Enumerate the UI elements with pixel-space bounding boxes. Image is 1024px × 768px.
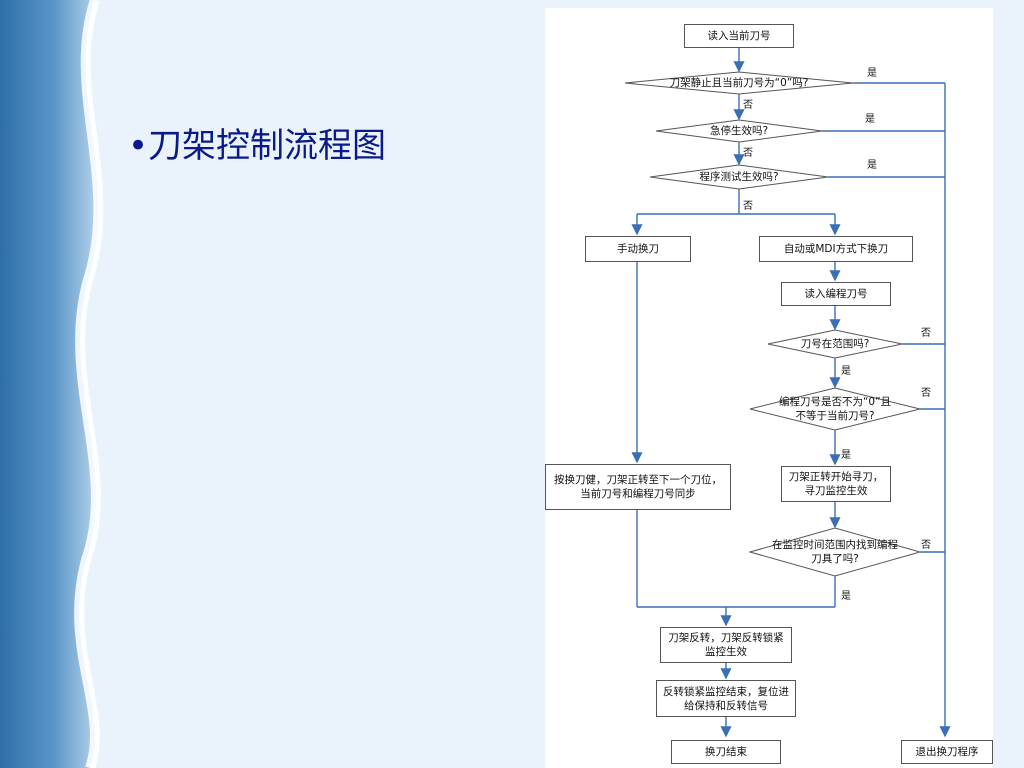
slide-title: •刀架控制流程图 bbox=[128, 126, 387, 166]
reverse-lock-box: 刀架反转，刀架反转锁紧监控生效 bbox=[660, 627, 792, 663]
read-current-tool-box: 读入当前刀号 bbox=[684, 24, 794, 48]
decision-static-zero: 刀架静止且当前刀号为“0”吗? bbox=[669, 77, 809, 89]
decision-emergency-stop: 急停生效吗? bbox=[709, 125, 769, 137]
exit-program-box: 退出换刀程序 bbox=[901, 740, 993, 764]
no-label: 否 bbox=[921, 540, 931, 551]
decision-tool-in-range: 刀号在范围吗? bbox=[800, 338, 870, 350]
reverse-end-box: 反转锁紧监控结束，复位进给保持和反转信号 bbox=[656, 680, 796, 717]
decision-tool-found: 在监控时间范围内找到编程刀具了吗? bbox=[772, 539, 898, 565]
no-label: 否 bbox=[921, 388, 931, 399]
flowchart-panel: 读入当前刀号 手动换刀 自动或MDI方式下换刀 读入编程刀号 按换刀健，刀架正转… bbox=[545, 8, 993, 768]
no-label: 否 bbox=[743, 100, 753, 111]
no-label: 否 bbox=[743, 148, 753, 159]
yes-label: 是 bbox=[867, 68, 877, 79]
flowchart-connectors bbox=[624, 48, 951, 738]
yes-label: 是 bbox=[841, 366, 851, 377]
decision-program-tool-valid: 编程刀号是否不为“0”且不等于当前刀号? bbox=[778, 396, 892, 422]
yes-label: 是 bbox=[867, 160, 877, 171]
forward-search-box: 刀架正转开始寻刀，寻刀监控生效 bbox=[781, 466, 891, 502]
change-end-box: 换刀结束 bbox=[671, 740, 781, 764]
decision-program-test: 程序测试生效吗? bbox=[699, 171, 779, 183]
no-label: 否 bbox=[921, 328, 931, 339]
no-label: 否 bbox=[743, 201, 753, 212]
read-program-tool-box: 读入编程刀号 bbox=[781, 282, 891, 306]
manual-rotate-box: 按换刀健，刀架正转至下一个刀位，当前刀号和编程刀号同步 bbox=[545, 464, 731, 510]
yes-label: 是 bbox=[841, 450, 851, 461]
manual-change-box: 手动换刀 bbox=[585, 236, 691, 262]
auto-mdi-change-box: 自动或MDI方式下换刀 bbox=[759, 236, 913, 262]
yes-label: 是 bbox=[865, 114, 875, 125]
yes-label: 是 bbox=[841, 591, 851, 602]
